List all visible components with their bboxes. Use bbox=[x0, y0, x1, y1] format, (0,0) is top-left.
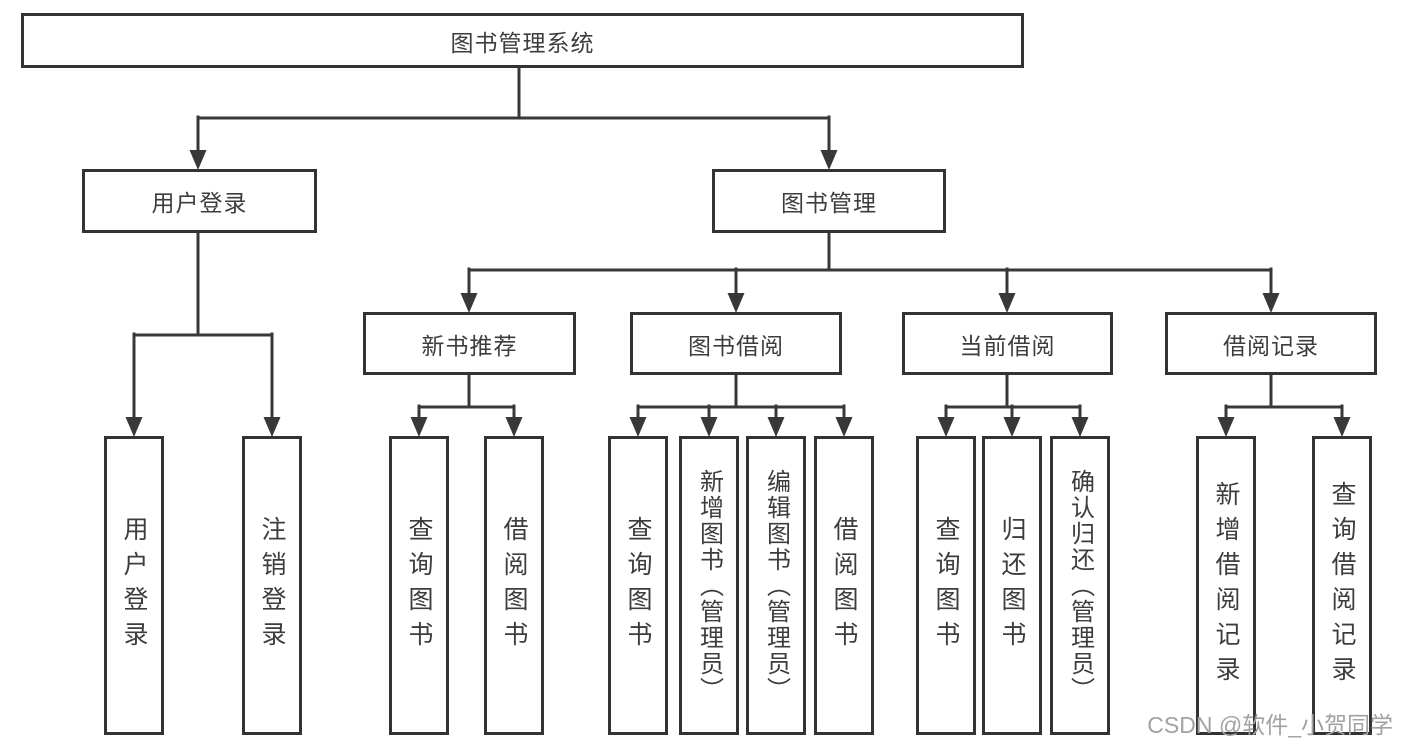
leaf-add-book-admin: 新增图书（管理员） bbox=[679, 436, 739, 735]
node-book-borrow: 图书借阅 bbox=[630, 312, 842, 375]
leaf-query-borrow-record: 查询借阅记录 bbox=[1312, 436, 1372, 735]
node-label: 图书管理 bbox=[781, 190, 877, 216]
leaf-return-book: 归还图书 bbox=[982, 436, 1042, 735]
node-label: 图书借阅 bbox=[688, 332, 784, 359]
node-label: 图书管理系统 bbox=[450, 29, 595, 56]
node-label: 新书推荐 bbox=[421, 332, 518, 359]
leaf-edit-book-admin: 编辑图书（管理员） bbox=[746, 436, 806, 735]
leaf-user-login: 用户登录 bbox=[104, 436, 164, 735]
leaf-label: 借阅图书 bbox=[830, 515, 858, 656]
node-user-login: 用户登录 bbox=[82, 169, 317, 233]
leaf-label: 查询图书 bbox=[624, 515, 652, 656]
leaf-query-books-recommend: 查询图书 bbox=[389, 436, 449, 735]
node-label: 借阅记录 bbox=[1223, 332, 1319, 359]
arrowheads bbox=[125, 150, 1351, 437]
leaf-label: 查询图书 bbox=[932, 515, 960, 656]
leaf-borrow-books-recommend: 借阅图书 bbox=[484, 436, 544, 735]
leaf-query-books-current: 查询图书 bbox=[916, 436, 976, 735]
leaf-label: 注销登录 bbox=[258, 515, 286, 656]
leaf-label: 归还图书 bbox=[998, 515, 1026, 656]
node-current-borrow: 当前借阅 bbox=[902, 312, 1113, 375]
csdn-watermark: CSDN @软件_小贺同学 bbox=[1147, 712, 1393, 738]
node-library-system: 图书管理系统 bbox=[21, 13, 1024, 68]
leaf-label: 新增图书（管理员） bbox=[695, 468, 723, 703]
leaf-label: 确认归还（管理员） bbox=[1066, 468, 1094, 703]
leaf-label: 编辑图书（管理员） bbox=[762, 468, 790, 703]
node-label: 用户登录 bbox=[151, 190, 248, 216]
leaf-borrow-book: 借阅图书 bbox=[814, 436, 874, 735]
leaf-label: 新增借阅记录 bbox=[1212, 480, 1240, 691]
node-borrow-record: 借阅记录 bbox=[1165, 312, 1377, 375]
node-label: 当前借阅 bbox=[959, 332, 1056, 359]
leaf-confirm-return-admin: 确认归还（管理员） bbox=[1050, 436, 1110, 735]
node-book-management: 图书管理 bbox=[712, 169, 946, 233]
leaf-logout: 注销登录 bbox=[242, 436, 302, 735]
leaf-label: 用户登录 bbox=[120, 515, 148, 656]
leaf-label: 查询借阅记录 bbox=[1328, 480, 1356, 691]
leaf-label: 查询图书 bbox=[405, 515, 433, 656]
node-new-book-recommend: 新书推荐 bbox=[363, 312, 576, 375]
leaf-add-borrow-record: 新增借阅记录 bbox=[1196, 436, 1256, 735]
leaf-label: 借阅图书 bbox=[500, 515, 528, 656]
leaf-query-books-borrow: 查询图书 bbox=[608, 436, 668, 735]
